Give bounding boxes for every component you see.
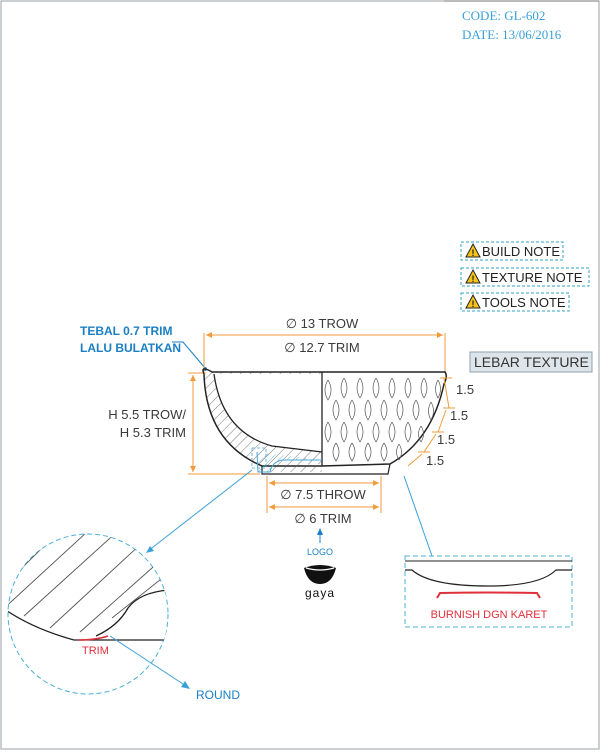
- burnish-leader: [403, 475, 433, 557]
- warning-icon: !: [465, 242, 481, 258]
- round-label: ROUND: [196, 688, 240, 702]
- svg-text:BUILD NOTE: BUILD NOTE: [482, 244, 560, 259]
- svg-text:TEXTURE NOTE: TEXTURE NOTE: [482, 270, 583, 285]
- build-note-button[interactable]: ! BUILD NOTE: [460, 241, 564, 261]
- drawing-code: CODE: GL-602: [462, 8, 545, 23]
- height-trim: H 5.3 TRIM: [120, 425, 186, 440]
- svg-text:!: !: [472, 299, 475, 309]
- logo-label: LOGO: [307, 547, 333, 557]
- round-leader: [109, 635, 187, 687]
- texture-step-3: 1.5: [437, 432, 455, 447]
- bowl-section: [202, 368, 448, 475]
- warning-icon: !: [465, 293, 481, 309]
- trim-label: TRIM: [82, 645, 109, 657]
- warning-icon: !: [465, 268, 481, 284]
- detail-burnish-view: [404, 555, 573, 628]
- wall-callout-line2: LALU BULATKAN: [80, 341, 181, 355]
- dia-foot-trim: ∅ 6 TRIM: [294, 511, 351, 526]
- top-diameter-dimension: ∅ 13 TROW ∅ 12.7 TRIM: [203, 316, 446, 372]
- detail-trim-view: [7, 533, 169, 695]
- foot-diameter-dimensions: [266, 476, 382, 513]
- texture-note-button[interactable]: ! TEXTURE NOTE: [460, 267, 590, 287]
- dia-top-throw: ∅ 13 TROW: [286, 316, 359, 331]
- detail-leader: [147, 469, 253, 552]
- wall-callout-line1: TEBAL 0.7 TRIM: [80, 324, 172, 338]
- height-throw: H 5.5 TROW/: [108, 407, 186, 422]
- gaya-logo: gaya: [304, 565, 336, 600]
- texture-step-2: 1.5: [450, 408, 468, 423]
- logo-brand: gaya: [305, 586, 335, 600]
- texture-pattern: [324, 377, 441, 462]
- svg-text:LEBAR TEXTURE: LEBAR TEXTURE: [474, 354, 589, 370]
- drawing-date: DATE: 13/06/2016: [462, 27, 562, 42]
- dia-foot-throw: ∅ 7.5 THROW: [280, 487, 366, 502]
- burnish-label: BURNISH DGN KARET: [431, 609, 548, 621]
- texture-step-1: 1.5: [456, 382, 474, 397]
- dia-top-trim: ∅ 12.7 TRIM: [284, 340, 359, 355]
- lebar-texture-button[interactable]: LEBAR TEXTURE: [469, 351, 593, 373]
- svg-text:!: !: [472, 248, 475, 258]
- texture-step-dimensions: [407, 377, 455, 467]
- svg-text:TOOLS NOTE: TOOLS NOTE: [482, 295, 566, 310]
- texture-step-4: 1.5: [426, 453, 444, 468]
- wall-callout-leader: [172, 341, 206, 369]
- tools-note-button[interactable]: ! TOOLS NOTE: [460, 292, 570, 312]
- logo-callout: LOGO: [307, 528, 333, 557]
- height-dimension: H 5.5 TROW/ H 5.3 TRIM: [108, 372, 260, 475]
- svg-text:!: !: [472, 274, 475, 284]
